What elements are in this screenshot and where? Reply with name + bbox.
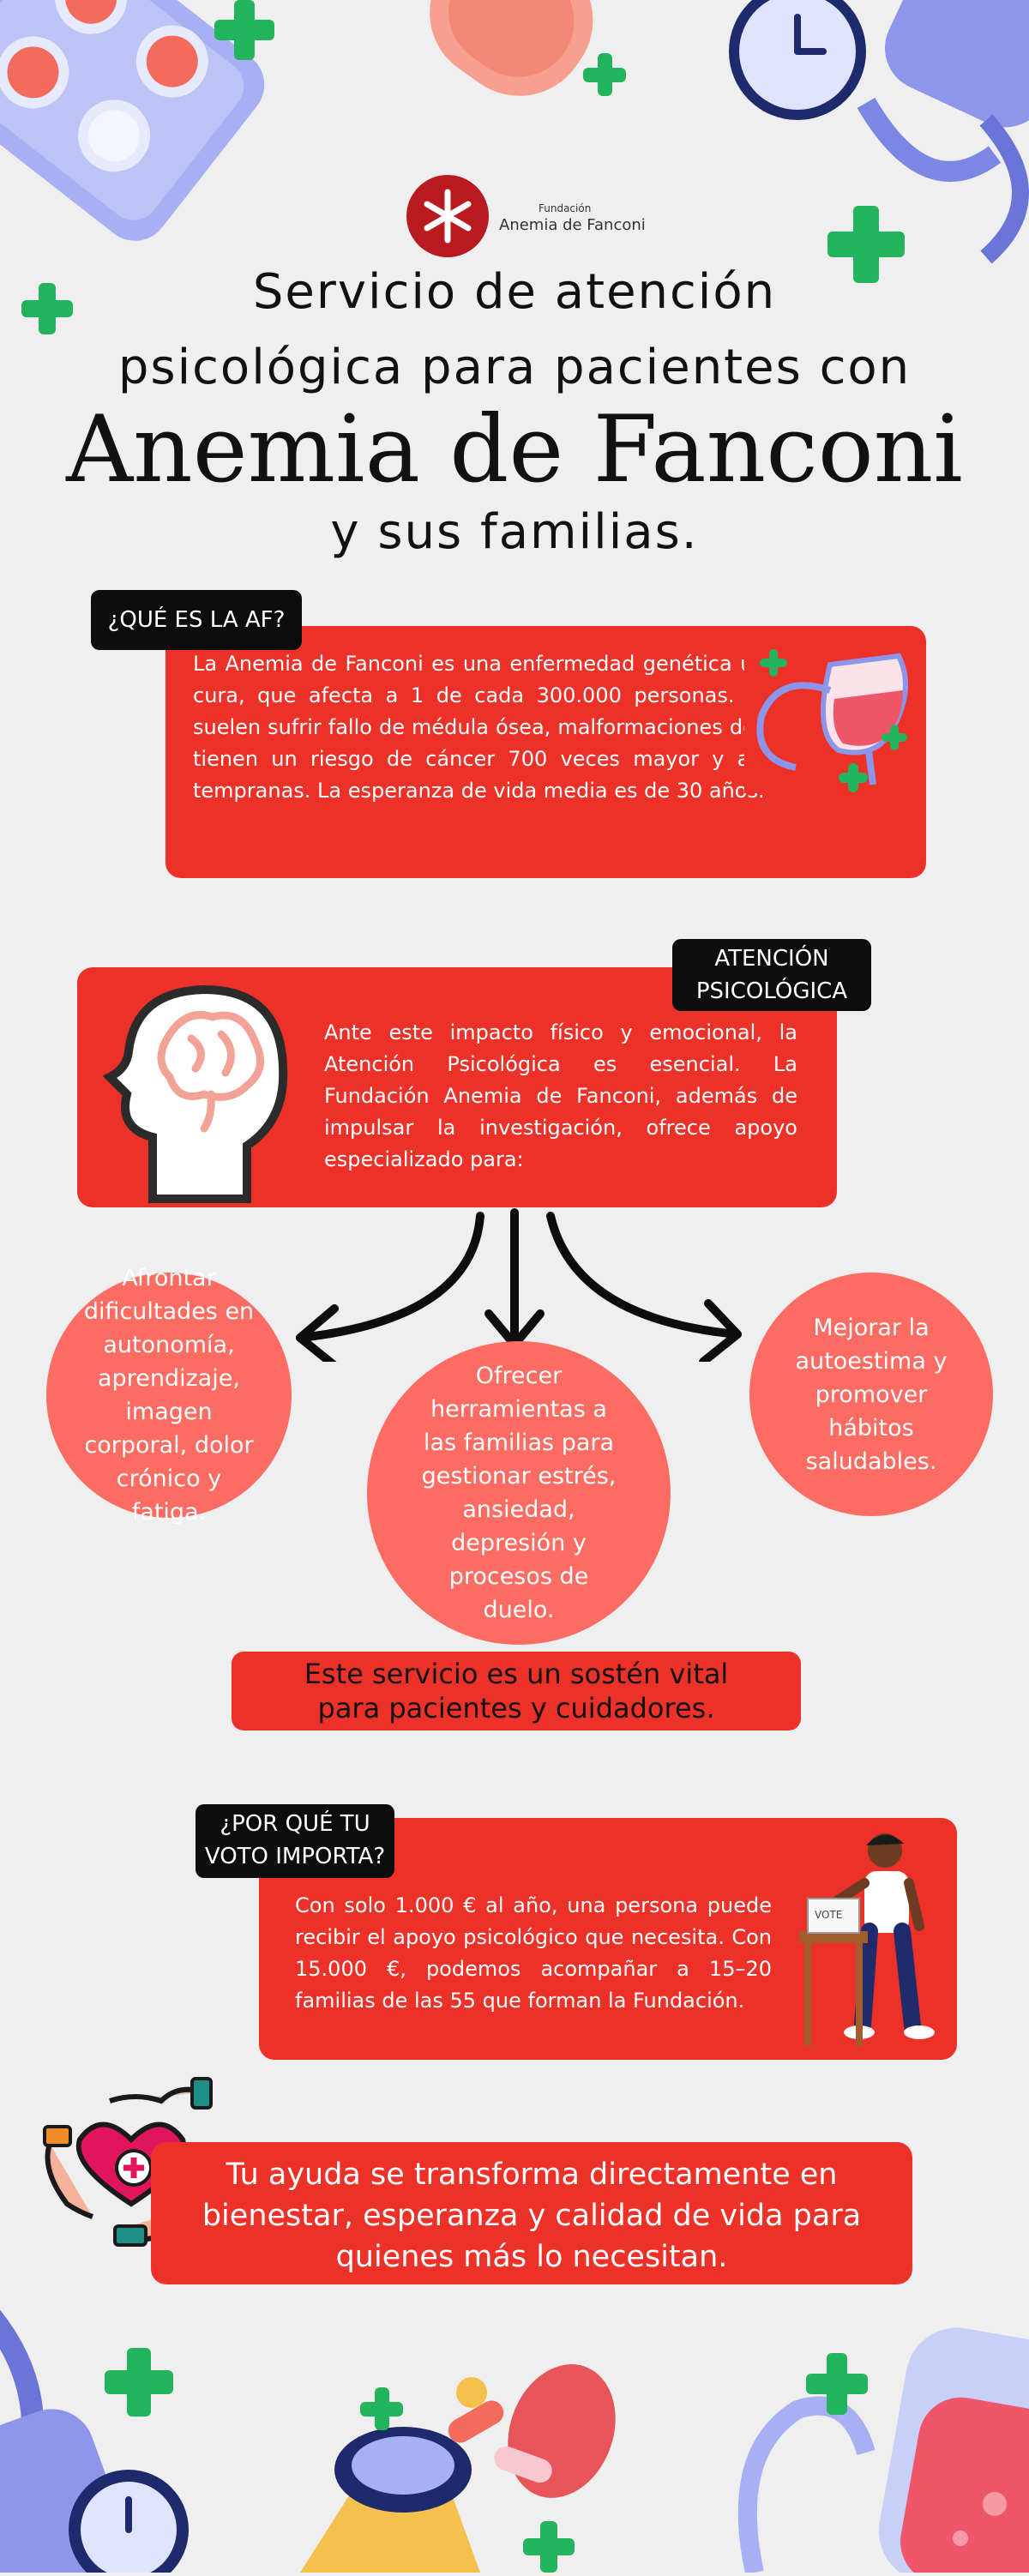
logo-name-text: Anemia de Fanconi (499, 216, 646, 234)
plus-icon (806, 2353, 868, 2415)
stethoscope-clock-icon (729, 0, 1029, 264)
card-que-es-af: La Anemia de Fanconi es una enfermedad g… (165, 626, 926, 878)
vital-line-2: para pacientes y cuidadores. (317, 1692, 715, 1724)
tag-atencion-line1: ATENCIÓN (714, 946, 829, 972)
pill-blister-icon (0, 0, 265, 241)
circle-autonomia: Afrontar dificultades en autonomía, apre… (46, 1265, 292, 1526)
blood-bag-icon (744, 639, 916, 793)
plus-icon (360, 2387, 403, 2430)
tag-que-es-af: ¿QUÉ ES LA AF? (91, 590, 302, 650)
tag-que-es-af-label: ¿QUÉ ES LA AF? (107, 607, 286, 633)
arrow-right (546, 1212, 742, 1339)
iv-bag-icon (737, 2327, 1029, 2576)
voting-person-illustration: VOTE (791, 1823, 954, 2055)
stethoscope-icon (0, 2309, 189, 2576)
plus-icon (214, 0, 274, 60)
tag-atencion-line2: PSICOLÓGICA (695, 978, 848, 1004)
circle-herramientas: Ofrecer herramientas a las familias para… (367, 1341, 671, 1645)
closing-line-1: Tu ayuda se transforma directamente en (226, 2158, 838, 2192)
arrows-diagram (296, 1208, 742, 1362)
plus-icon (21, 283, 73, 334)
atencion-description: Ante este impacto físico y emocional, la… (324, 1020, 797, 1171)
arrow-right-head (699, 1299, 742, 1362)
decoration-bottom (0, 2281, 1029, 2576)
foundation-logo: Fundación Anemia de Fanconi (405, 173, 646, 259)
tag-voto-line2: VOTO IMPORTA? (204, 1844, 386, 1869)
plus-icon (523, 2521, 575, 2573)
circle-autoestima: Mejorar la autoestima y promover hábitos… (749, 1273, 993, 1516)
card-voto: Con solo 1.000 € al año, una persona pue… (259, 1818, 957, 2060)
circle-autonomia-text: Afrontar dificultades en autonomía, apre… (83, 1265, 255, 1526)
plus-icon (583, 53, 626, 96)
capsule-icon (430, 0, 593, 96)
circle-autoestima-text: Mejorar la autoestima y promover hábitos… (795, 1314, 948, 1475)
title-line-2: psicológica para pacientes con (117, 340, 912, 395)
voto-description: Con solo 1.000 € al año, una persona pue… (295, 1893, 772, 2013)
medicine-bottle-icon (300, 2364, 616, 2573)
tag-voto: ¿POR QUÉ TU VOTO IMPORTA? (196, 1804, 394, 1878)
closing-line-2: bienestar, esperanza y calidad de vida p… (202, 2199, 862, 2233)
arrow-left (296, 1212, 484, 1342)
circle-herramientas-text: Ofrecer herramientas a las familias para… (421, 1363, 617, 1623)
vital-line-1: Este servicio es un sostén vital (304, 1658, 729, 1690)
closing-line-3: quienes más lo necesitan. (335, 2240, 728, 2274)
logo-icon (406, 175, 489, 257)
plus-icon (105, 2348, 173, 2417)
logo-small-text: Fundación (539, 202, 592, 214)
title-line-4: y sus familias. (330, 504, 699, 560)
vital-banner: Este servicio es un sostén vital para pa… (232, 1652, 801, 1730)
brain-head-icon (101, 974, 298, 1206)
plus-icon (827, 206, 905, 283)
plus-icon (882, 725, 907, 750)
title-line-1: Servicio de atención (252, 264, 777, 320)
decoration-top (0, 0, 1029, 360)
decoration-bottom-art (0, 2309, 1029, 2576)
ballot-label: VOTE (815, 1909, 843, 1921)
tag-voto-line1: ¿POR QUÉ TU (220, 1811, 370, 1837)
closing-banner: Tu ayuda se transforma directamente en b… (151, 2142, 912, 2284)
plus-icon (760, 649, 787, 677)
decoration-top-art (0, 0, 1029, 264)
tag-atencion: ATENCIÓN PSICOLÓGICA (672, 939, 871, 1011)
page-title: Anemia de Fanconi (66, 396, 963, 503)
plus-icon (839, 763, 868, 792)
arrow-left-head (296, 1304, 339, 1362)
